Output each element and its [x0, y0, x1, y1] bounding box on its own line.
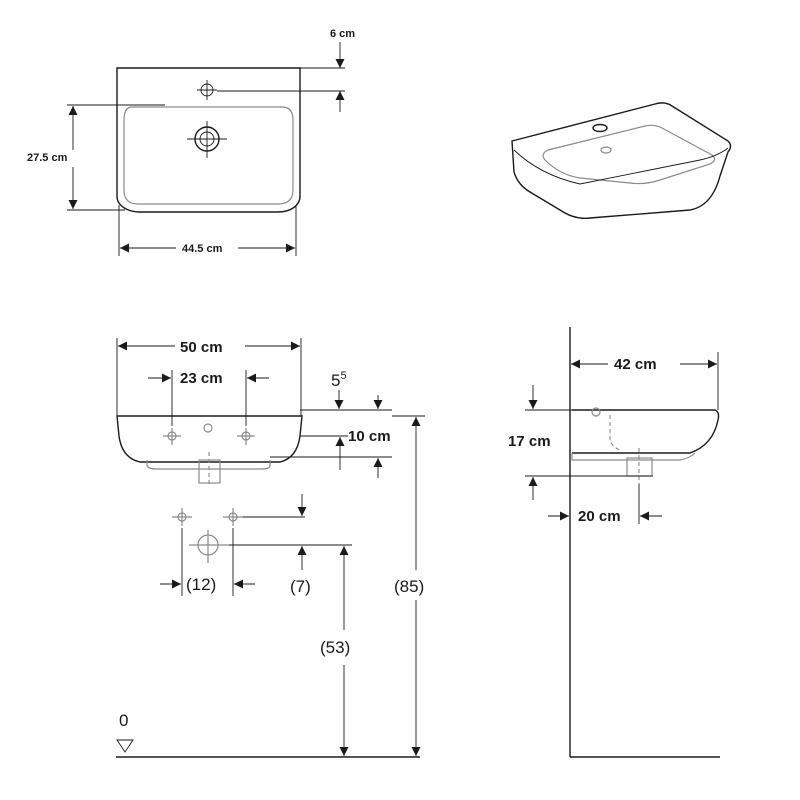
floor-level-label: 0	[119, 711, 128, 730]
dim-basin-height-label: 10 cm	[348, 428, 391, 445]
dim-outlet-distance-label: 20 cm	[578, 508, 621, 525]
perspective-view	[511, 102, 732, 220]
top-view-basin-bowl	[123, 106, 294, 205]
front-view-basin-body	[116, 415, 303, 463]
dim-rim-offset-label: 55	[331, 370, 347, 390]
dim-total-width-label: 50 cm	[180, 339, 223, 356]
top-view: 6 cm 27.5 cm 44.5 cm	[27, 28, 355, 256]
waste-outlet-icon	[189, 530, 229, 563]
front-tap-hole-right-icon	[237, 428, 255, 445]
side-view-basin-body	[572, 409, 720, 454]
front-overflow-icon	[203, 423, 213, 433]
dim-rim-height-label: (85)	[394, 577, 424, 596]
dim-projection-label: 42 cm	[614, 356, 657, 373]
dim-hole-spacing-label: 23 cm	[180, 370, 223, 387]
front-view-outlet	[198, 459, 221, 484]
side-view: 42 cm 17 cm 20 cm	[508, 327, 720, 758]
perspective-front-edge	[513, 147, 729, 185]
front-tap-hole-left-icon	[163, 428, 181, 445]
drain-icon	[187, 121, 227, 158]
perspective-basin-bowl	[542, 124, 716, 185]
top-view-outline	[116, 67, 301, 213]
perspective-tap-hole-icon	[592, 123, 608, 133]
dim-outlet-height-label: (53)	[320, 638, 350, 657]
dim-basin-width-label: 44.5 cm	[182, 243, 223, 255]
supply-right-icon	[223, 508, 243, 526]
perspective-outer-rim	[511, 102, 732, 220]
dim-supply-spacing-label: (12)	[186, 575, 216, 594]
perspective-overflow-icon	[600, 146, 612, 154]
dim-height-label: 17 cm	[508, 433, 551, 450]
side-view-outlet	[626, 457, 653, 477]
front-view: 50 cm 23 cm 55 10 cm	[116, 338, 425, 758]
floor-level-marker-icon	[116, 739, 134, 753]
tap-hole-icon	[197, 80, 217, 100]
dim-depth-label: 27.5 cm	[27, 152, 68, 164]
side-view-basin-inner	[571, 452, 696, 461]
dim-tap-offset-label: 6 cm	[330, 28, 355, 40]
supply-left-icon	[172, 508, 192, 526]
dim-supply-offset-label: (7)	[290, 577, 311, 596]
